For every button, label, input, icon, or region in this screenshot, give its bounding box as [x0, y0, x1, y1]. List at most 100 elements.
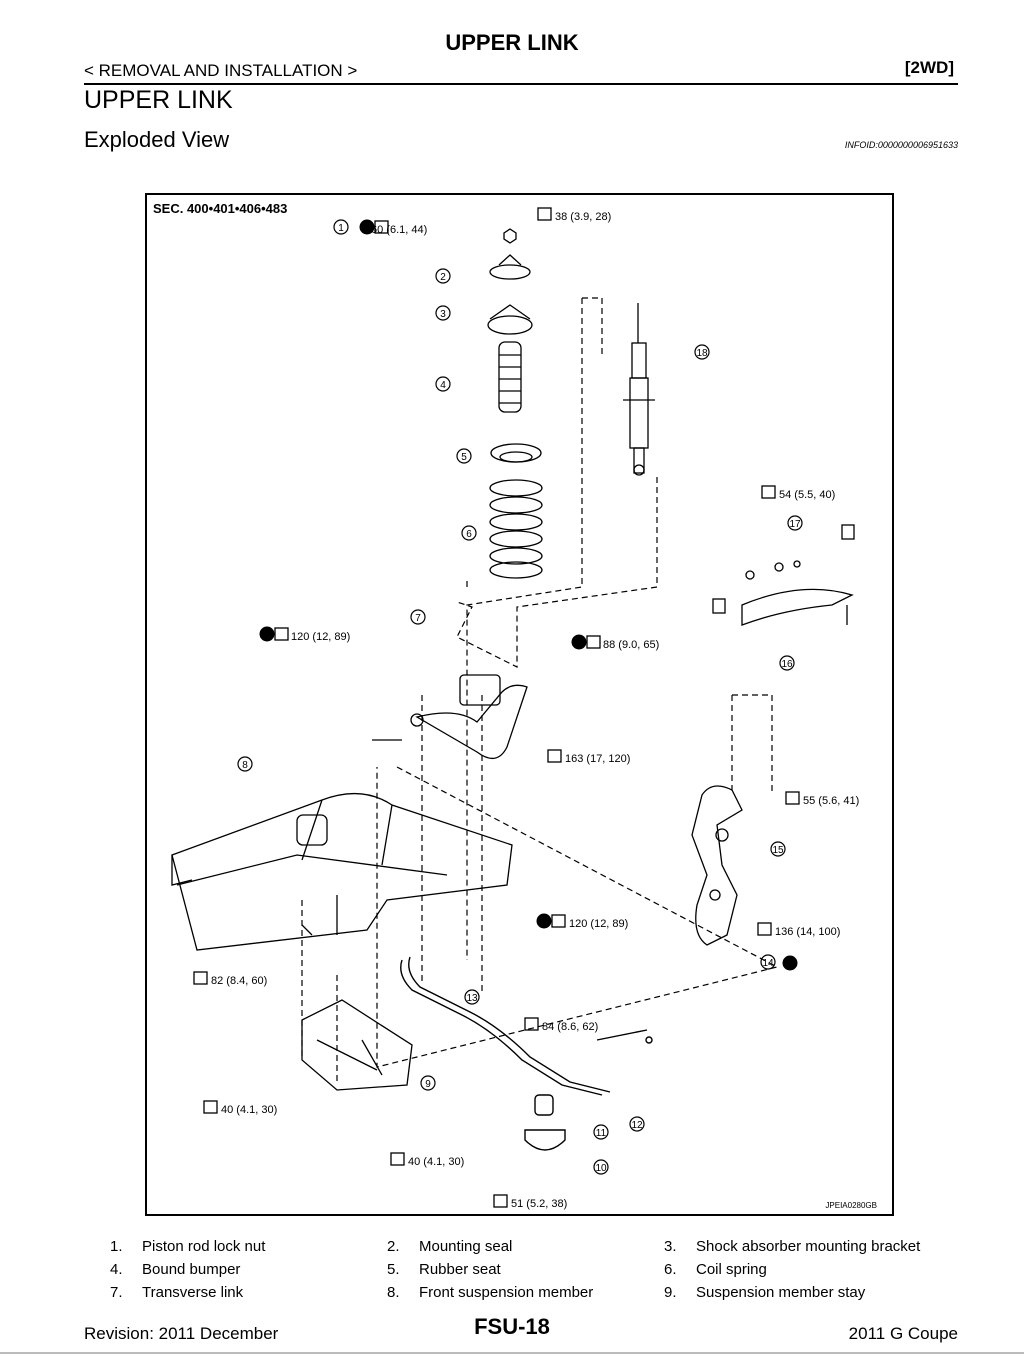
legend-number: 7.	[110, 1284, 123, 1301]
strut-assembly	[487, 228, 655, 579]
section-title: UPPER LINK	[84, 86, 233, 114]
callout-13: 40 (4.1, 30)	[408, 1156, 464, 1168]
clamp	[524, 1129, 566, 1151]
callout-1: 60 (6.1, 44)	[371, 224, 427, 236]
part-bubble-label: 17	[789, 519, 801, 530]
breadcrumb: < REMOVAL AND INSTALLATION >	[84, 61, 358, 80]
page-header-title: UPPER LINK	[445, 30, 579, 55]
part-bubble	[410, 609, 426, 625]
part-bubble-label: 12	[631, 1120, 643, 1131]
part-bubble	[593, 1124, 609, 1140]
callout-4: 120 (12, 89)	[291, 631, 350, 643]
variant-label: [2WD]	[904, 58, 954, 77]
part-bubble	[435, 305, 451, 321]
replace-x-icons	[259, 219, 798, 971]
part-bubble-label: 13	[466, 993, 478, 1004]
callout-14: 51 (5.2, 38)	[511, 1198, 567, 1210]
legend-text: Rubber seat	[419, 1261, 501, 1278]
coil-spring	[489, 479, 543, 579]
torque-wrench-icon	[551, 914, 566, 928]
replace-x-icon	[782, 955, 798, 971]
torque-wrench-icon	[785, 791, 800, 805]
torque-wrench-icon	[274, 627, 289, 641]
legend-text: Shock absorber mounting bracket	[696, 1238, 921, 1255]
replace-x-icon	[359, 219, 375, 235]
part-bubble	[435, 268, 451, 284]
part-number-bubbles: 1	[333, 219, 349, 235]
part-bubble-label: 9	[425, 1079, 431, 1090]
torque-wrench-icon	[374, 220, 389, 234]
legend-text: Transverse link	[142, 1284, 244, 1301]
part-bubble	[420, 1075, 436, 1091]
callout-5: 88 (9.0, 65)	[603, 639, 659, 651]
legend-number: 8.	[387, 1284, 400, 1301]
shock-absorber	[623, 303, 655, 476]
exploded-view-figure: SEC. 400•401•406•483	[145, 193, 894, 1216]
part-bubble	[760, 954, 776, 970]
part-bubble-label: 2	[440, 272, 446, 283]
torque-wrench-icon	[203, 1100, 218, 1114]
callout-12: 40 (4.1, 30)	[221, 1104, 277, 1116]
torque-wrench-icon	[761, 485, 776, 499]
legend-number: 1.	[110, 1238, 123, 1255]
piston-rod-lock-nut	[503, 228, 517, 244]
front-suspension-member	[171, 792, 513, 951]
legend-number: 2.	[387, 1238, 400, 1255]
legend-text: Piston rod lock nut	[142, 1238, 266, 1255]
footer-model: 2011 G Coupe	[848, 1324, 958, 1343]
torque-wrench-icon	[493, 1194, 508, 1208]
part-bubble	[461, 525, 477, 541]
suspension-member-stay	[301, 999, 413, 1091]
part-bubble-label: 16	[781, 659, 793, 670]
part-bubble-label: 10	[595, 1163, 607, 1174]
callout-11: 84 (8.6, 62)	[542, 1021, 598, 1033]
torque-callouts: 60 (6.1, 44) 38 (3.9, 28) 54 (5.5, 40) 1…	[211, 211, 859, 1210]
callout-8: 120 (12, 89)	[569, 918, 628, 930]
transverse-link	[372, 674, 528, 759]
callout-2: 38 (3.9, 28)	[555, 211, 611, 223]
part-bubble-label: 11	[596, 1128, 607, 1139]
bushing	[534, 1094, 554, 1116]
legend-number: 3.	[664, 1238, 677, 1255]
torque-wrench-icon	[537, 207, 552, 221]
legend-number: 5.	[387, 1261, 400, 1278]
part-bubble-label: 14	[762, 958, 774, 969]
exploded-view-diagram: SEC. 400•401•406•483	[153, 201, 877, 1210]
part-bubble	[464, 989, 480, 1005]
torque-wrench-icon	[193, 971, 208, 985]
replace-x-icon	[259, 626, 275, 642]
callout-3: 54 (5.5, 40)	[779, 489, 835, 501]
legend-text: Mounting seal	[419, 1238, 513, 1255]
part-bubble-label: 4	[440, 380, 446, 391]
stabilizer-bar	[400, 956, 653, 1151]
header-rule	[84, 83, 958, 85]
part-bubble	[593, 1159, 609, 1175]
legend-number: 4.	[110, 1261, 123, 1278]
rubber-seat	[490, 443, 542, 463]
part-1-label: 1	[338, 223, 344, 234]
upper-link	[712, 524, 855, 626]
callout-9: 136 (14, 100)	[775, 926, 840, 938]
dashed-guides	[301, 297, 779, 1085]
section-code: SEC. 400•401•406•483	[153, 201, 287, 216]
image-code: JPEIA0280GB	[825, 1201, 877, 1210]
part-bubble-label: 8	[242, 760, 248, 771]
part-bubble	[629, 1116, 645, 1132]
info-id: INFOID:0000000006951633	[844, 140, 958, 150]
part-bubble-label: 5	[461, 452, 467, 463]
callout-6: 163 (17, 120)	[565, 753, 630, 765]
steering-knuckle	[691, 785, 743, 946]
legend-text: Suspension member stay	[696, 1284, 866, 1301]
callout-10: 82 (8.4, 60)	[211, 975, 267, 987]
part-bubble	[456, 448, 472, 464]
legend-text: Coil spring	[696, 1261, 767, 1278]
torque-wrench-icon	[757, 922, 772, 936]
part-bubble-label: 15	[772, 845, 784, 856]
bottom-line	[0, 1352, 1024, 1354]
mounting-bracket	[487, 315, 533, 335]
footer-revision: Revision: 2011 December	[84, 1324, 279, 1343]
part-bubble	[694, 344, 710, 360]
legend-text: Front suspension member	[419, 1284, 594, 1301]
part-bubble	[779, 655, 795, 671]
